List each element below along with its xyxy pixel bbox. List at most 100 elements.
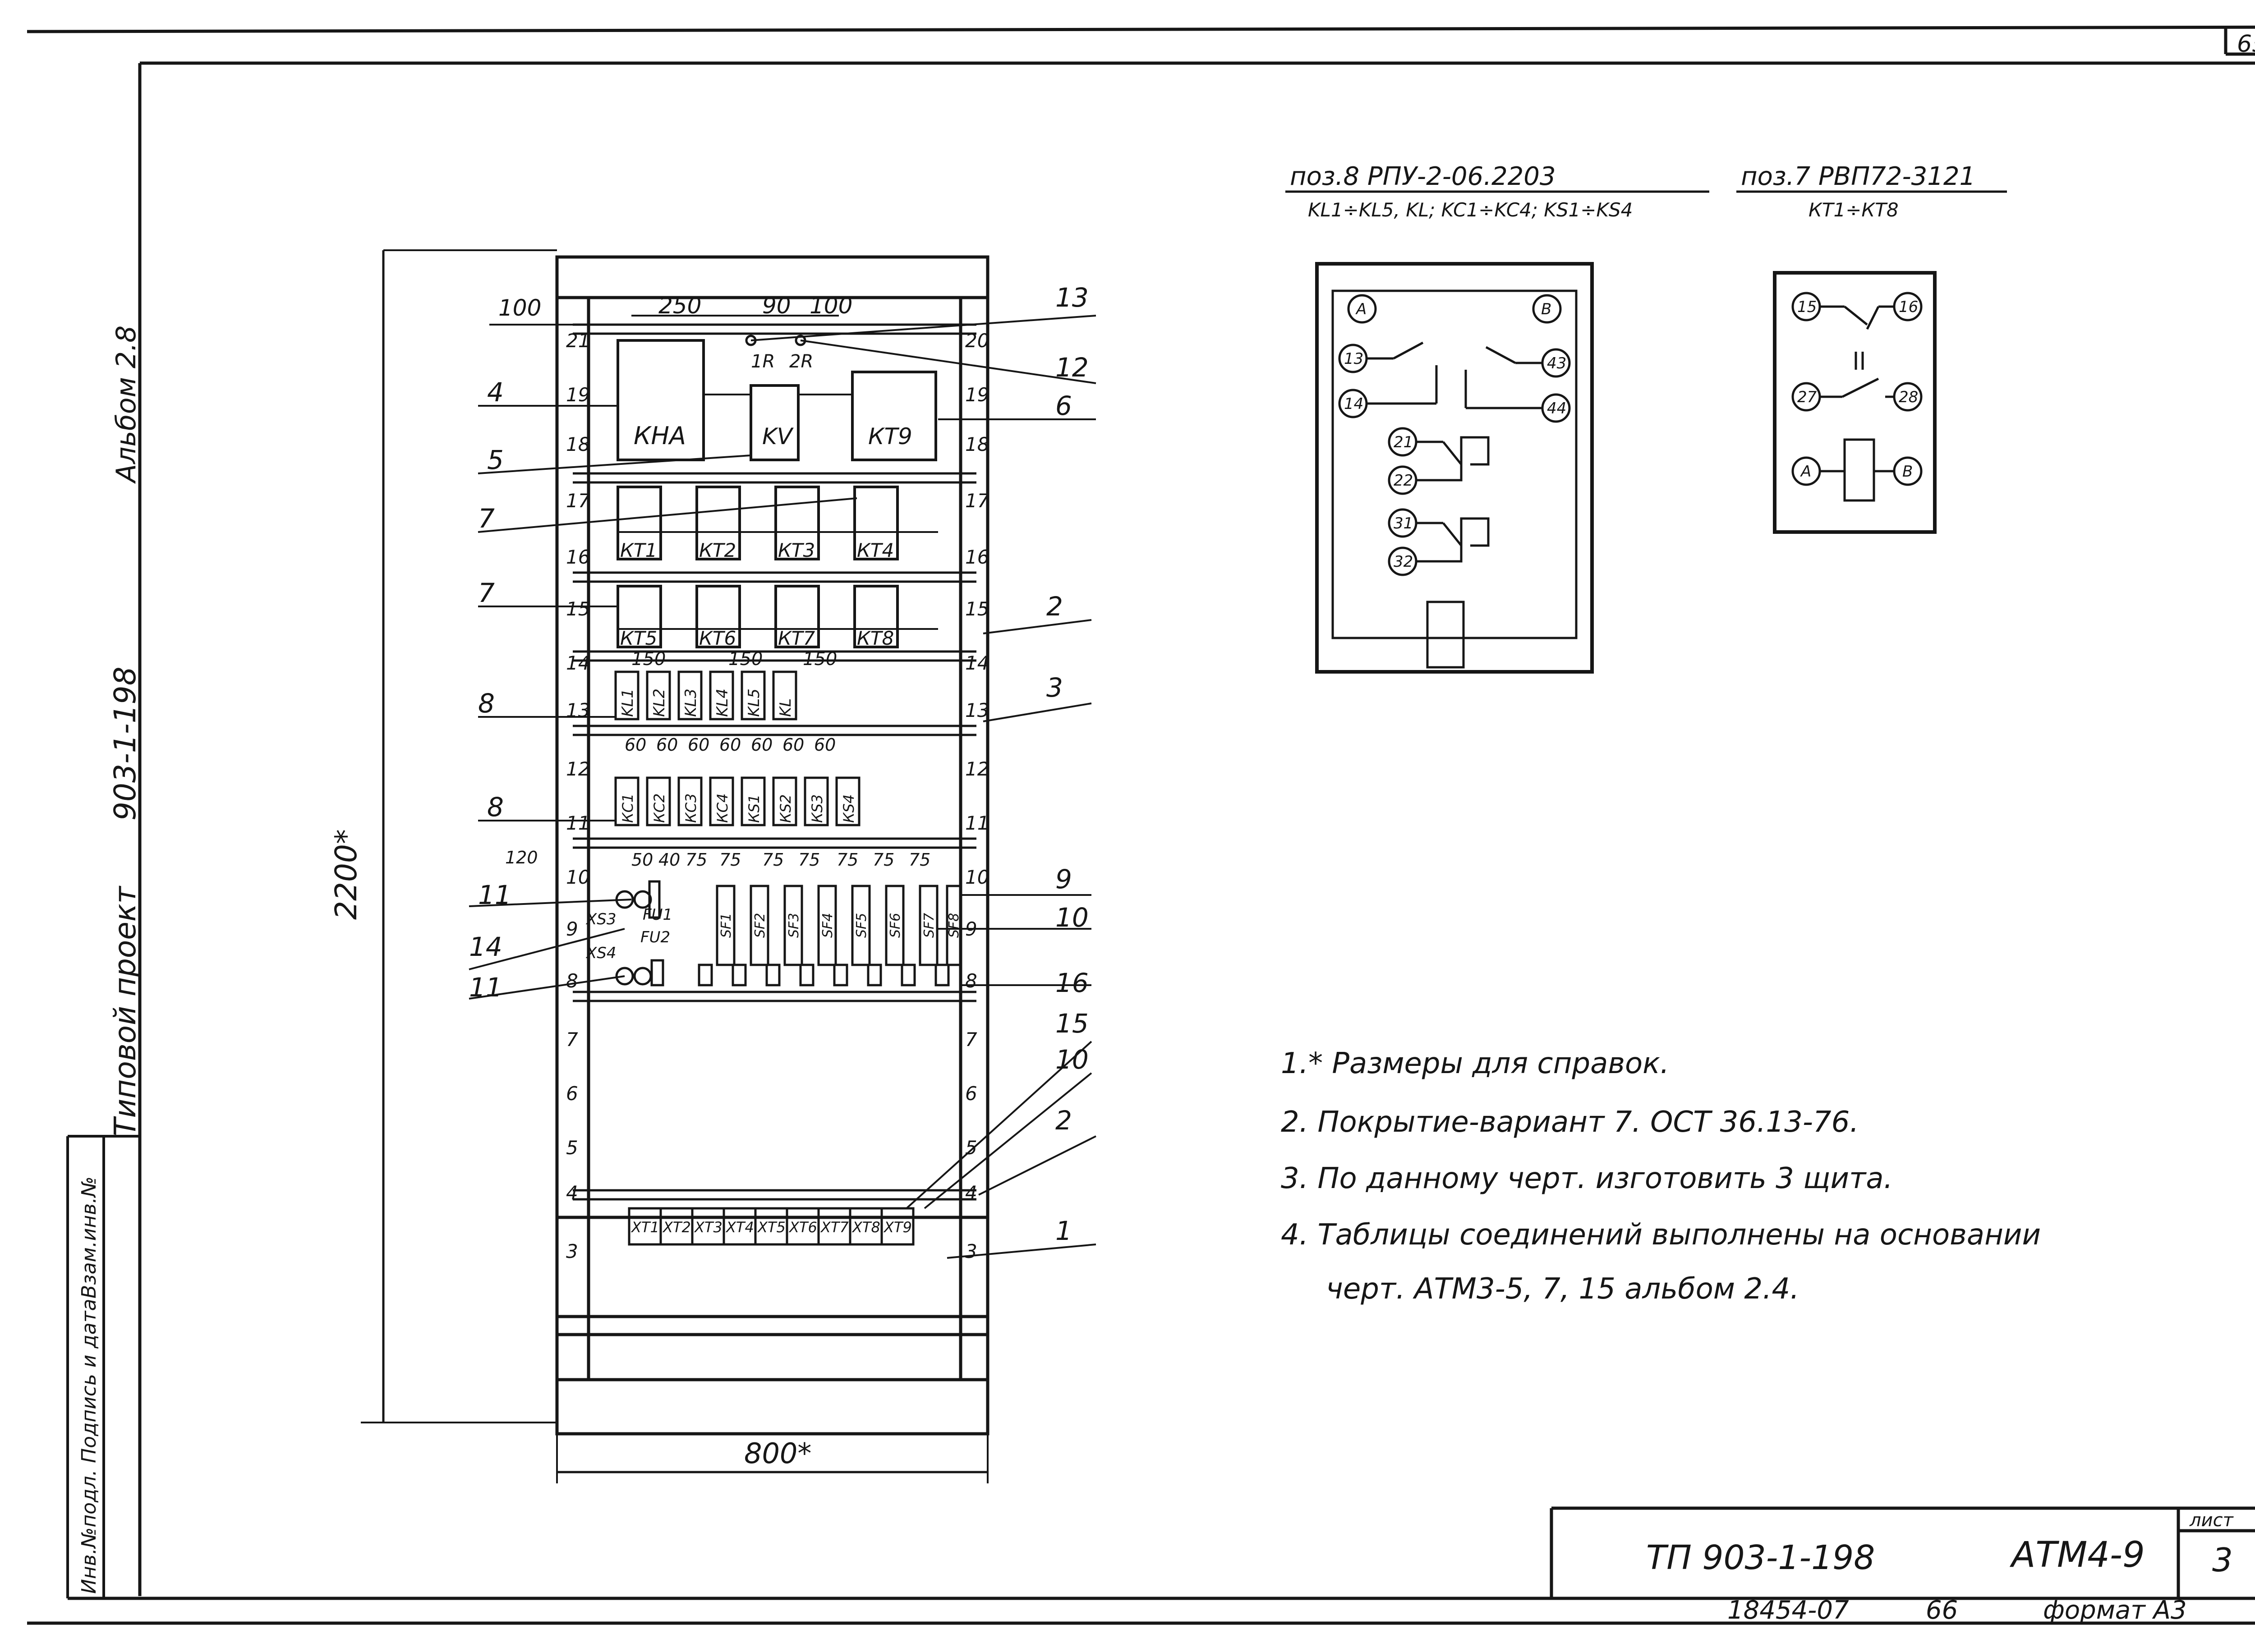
- dim-label: 75: [762, 850, 784, 870]
- callout-number: 11: [469, 972, 502, 1003]
- dim-label: 60: [656, 735, 678, 755]
- relay-terminal-label: 16: [1899, 298, 1918, 316]
- project-number-label: 903-1-198: [108, 666, 143, 821]
- width-dimension: 800*: [744, 1437, 811, 1470]
- relay-label: KL5: [745, 688, 763, 717]
- callout-number: 7: [478, 503, 495, 534]
- dim-label: 150: [728, 649, 763, 670]
- relay-terminal-label: 13: [1344, 350, 1363, 368]
- relay-terminal-label: В: [1902, 463, 1913, 481]
- callout-number: 6: [1055, 390, 1072, 421]
- rail-number: 21: [566, 330, 590, 352]
- relay-label: KL3: [682, 688, 700, 717]
- callout-number: 10: [1055, 1044, 1089, 1075]
- terminal-block-label: ХТ7: [820, 1219, 849, 1236]
- sheet-value: 3: [2212, 1541, 2233, 1579]
- sheet-label: лист: [2189, 1510, 2234, 1531]
- relay-terminal-label: 32: [1394, 553, 1413, 571]
- relay-label: КТ1: [620, 539, 657, 561]
- callout-number: 10: [1055, 902, 1089, 933]
- dim-label: 75: [837, 850, 858, 870]
- terminal-strip: ХТ1 ХТ2 ХТ3 ХТ4 ХТ5 ХТ6 ХТ7 ХТ8 ХТ9: [628, 1207, 915, 1246]
- callout-number: 2: [1046, 591, 1063, 622]
- relay-kt1: [617, 486, 662, 560]
- switch-label: SF7: [921, 913, 937, 938]
- callout-number: 9: [1055, 864, 1072, 895]
- stamp-side-label: Инв.№подл.: [78, 1469, 101, 1594]
- relay-label: KV: [762, 423, 794, 450]
- relay-label: КС1: [619, 794, 636, 823]
- dim-label: 60: [719, 735, 741, 755]
- terminal-label: XS3: [585, 910, 617, 928]
- relay-rvp-title: поз.7 РВП72-3121: [1741, 162, 1975, 191]
- dim-label: 60: [751, 735, 773, 755]
- terminal-block-label: ХТ4: [725, 1219, 754, 1236]
- terminal-block-label: ХТ6: [788, 1219, 817, 1236]
- relay-kt5: [617, 585, 662, 648]
- callout-number: 1: [1055, 1216, 1072, 1246]
- terminal-label: FU2: [640, 928, 670, 946]
- relay-label: КТ3: [778, 539, 815, 561]
- relay-rvp-subtitle: КТ1÷КТ8: [1809, 199, 1899, 221]
- relay-terminal-label: 44: [1547, 399, 1566, 418]
- relay-label: КС2: [651, 794, 668, 823]
- rail-number: 9: [566, 918, 578, 940]
- rail-number: 7: [566, 1028, 578, 1051]
- rail-number: 13: [965, 699, 989, 721]
- relay-label: КS3: [809, 794, 826, 823]
- dim-label: 60: [782, 735, 804, 755]
- callout-leaders: [469, 315, 1096, 1259]
- height-dimension: 2200*: [329, 829, 364, 920]
- relay-terminal-label: 43: [1547, 354, 1566, 372]
- rail-number: 14: [965, 652, 989, 674]
- cabinet-shelves: [573, 323, 976, 1201]
- relay-rpu-subtitle: KL1÷KL5, KL; KC1÷KC4; KS1÷KS4: [1308, 199, 1633, 221]
- relay-label: КТ6: [699, 627, 736, 649]
- callout-number: 8: [478, 688, 495, 719]
- rail-number: 4: [965, 1182, 977, 1204]
- relay-label: КС4: [714, 794, 731, 823]
- relay-label: КТ2: [699, 539, 736, 561]
- device-row-4: 150 150 150 KL1 KL2 KL3 KL4 KL5 KL: [614, 649, 837, 720]
- relay-kha: [617, 339, 705, 461]
- note-line: 4. Таблицы соединений выполнены на основ…: [1281, 1218, 2041, 1252]
- terminal-label: FU1: [643, 906, 672, 924]
- relay-terminal-label: 22: [1394, 472, 1413, 490]
- rail-number: 16: [965, 546, 989, 568]
- dim-label: 60: [688, 735, 709, 755]
- terminal-block-label: ХТ2: [662, 1219, 691, 1236]
- rail-number: 18: [965, 433, 989, 455]
- relay-label: KL2: [650, 688, 668, 717]
- callout-number: 8: [487, 792, 504, 822]
- relay-terminal-label: А: [1355, 300, 1367, 318]
- relay-label: KL1: [619, 688, 637, 717]
- terminal-block-label: ХТ1: [630, 1219, 659, 1236]
- relay-label: КТ4: [857, 539, 894, 561]
- dim-label: 90: [762, 293, 791, 319]
- project-designation: ТП 903-1-198: [1646, 1538, 1875, 1577]
- terminal-block-label: ХТ9: [883, 1219, 912, 1236]
- dim-label: 60: [625, 735, 646, 755]
- dim-label: 40: [658, 850, 680, 870]
- left-rail-scale: 21 19 18 17 16 15 14 13 12 11 10 9 8 7 6…: [566, 330, 590, 1262]
- device-row-3: КТ5 КТ6 КТ7 КТ8: [617, 585, 938, 649]
- sheet-number-top: 65: [2237, 31, 2255, 58]
- relay-kt4: [853, 486, 899, 560]
- relay-terminal-label: 28: [1899, 388, 1918, 406]
- terminal-block-label: ХТ8: [851, 1219, 880, 1236]
- note-line: 2. Покрытие-вариант 7. ОСТ 36.13-76.: [1281, 1106, 1859, 1139]
- rail-number: 19: [566, 384, 590, 406]
- rail-number: 11: [965, 812, 989, 834]
- callout-number: 13: [1055, 282, 1089, 313]
- relay-terminal-label: 15: [1797, 298, 1817, 316]
- left-callouts: 4 5 7 7 8 8 11 14 11: [469, 377, 511, 1003]
- relay-kt8: [853, 585, 899, 648]
- rail-number: 3: [965, 1240, 977, 1262]
- relay-label: КТ9: [868, 423, 912, 450]
- dim-label: 250: [658, 293, 701, 319]
- rail-number: 5: [965, 1137, 977, 1159]
- dim-label: 100: [810, 293, 852, 319]
- device-row-2: КТ1 КТ2 КТ3 КТ4: [617, 486, 938, 561]
- archive-number: 18454-07: [1727, 1596, 1849, 1625]
